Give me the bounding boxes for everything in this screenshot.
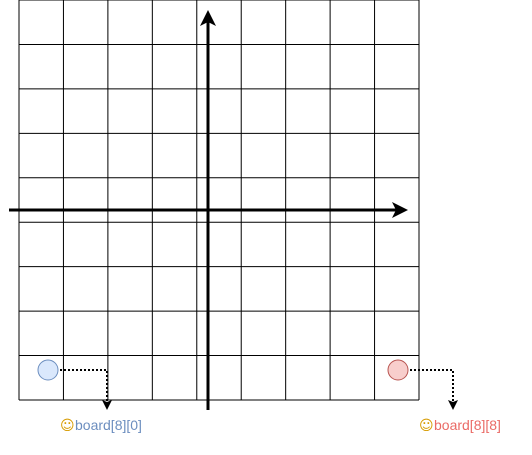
marker-board-8-0: ☺ board[8][0]	[37, 359, 142, 434]
connector-right-arrowhead	[448, 400, 458, 410]
axes	[9, 10, 408, 410]
marker-board-8-8: ☺ board[8][8]	[387, 359, 501, 434]
board-grid	[18, 0, 420, 401]
x-axis-arrowhead	[392, 202, 408, 218]
connector-left-arrowhead	[102, 400, 112, 410]
marker-label-right: board[8][8]	[434, 417, 501, 433]
person-icon: ☺	[419, 418, 434, 434]
position-marker-right	[387, 359, 409, 381]
y-axis-arrowhead	[200, 10, 216, 26]
person-icon: ☺	[60, 418, 75, 434]
position-marker-left	[37, 359, 59, 381]
marker-label-left: board[8][0]	[75, 417, 142, 433]
